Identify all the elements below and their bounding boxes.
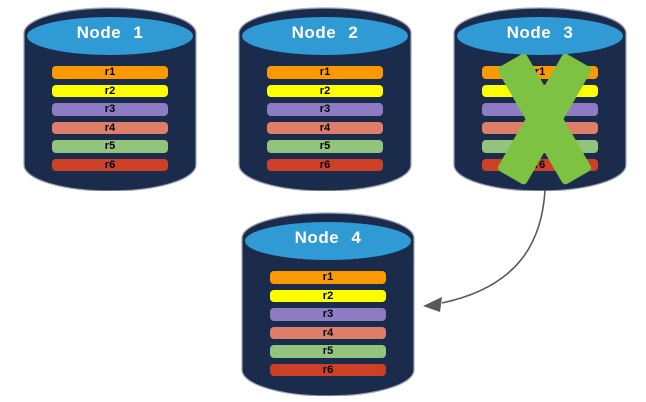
replica-row: r6 xyxy=(270,363,386,376)
replica-row: r6 xyxy=(267,158,383,171)
node-4: Node 4 r1 r2 r3 r4 r5 r6 xyxy=(240,212,416,396)
replica-row: r5 xyxy=(270,345,386,358)
replica-row: r2 xyxy=(270,289,386,302)
replica-row: r4 xyxy=(267,121,383,134)
node-3: Node 3 r1 r2 r3 r4 r5 r6 xyxy=(452,7,628,191)
replica-row: r5 xyxy=(267,140,383,153)
cylinder-top-ellipse xyxy=(27,17,193,55)
x-cross-bar xyxy=(497,53,592,185)
cylinder-top-ellipse xyxy=(457,17,623,55)
replica-row: r2 xyxy=(52,84,168,97)
cylinder-top-ellipse xyxy=(242,17,408,55)
cylinder-top-ellipse xyxy=(245,222,411,260)
node-1: Node 1 r1 r2 r3 r4 r5 r6 xyxy=(22,7,198,191)
replica-row: r2 xyxy=(267,84,383,97)
node-title: Node 1 xyxy=(76,23,144,42)
replica-stack: r1 r2 r3 r4 r5 r6 xyxy=(52,66,168,177)
node-title: Node 2 xyxy=(291,23,359,42)
replica-row: r3 xyxy=(267,103,383,116)
replica-stack: r1 r2 r3 r4 r5 r6 xyxy=(267,66,383,177)
arrow-head xyxy=(423,297,442,312)
replica-row: r1 xyxy=(267,66,383,79)
node-title: Node 3 xyxy=(506,23,574,42)
replica-row: r3 xyxy=(270,308,386,321)
replica-row: r4 xyxy=(52,121,168,134)
node-2: Node 2 r1 r2 r3 r4 r5 r6 xyxy=(237,7,413,191)
failure-x-icon xyxy=(497,53,592,185)
node-title: Node 4 xyxy=(294,228,362,247)
replica-row: r5 xyxy=(52,140,168,153)
replica-stack: r1 r2 r3 r4 r5 r6 xyxy=(270,271,386,382)
replica-row: r1 xyxy=(52,66,168,79)
arrow-curve xyxy=(441,189,546,304)
replica-row: r4 xyxy=(270,326,386,339)
replica-row: r6 xyxy=(52,158,168,171)
replica-row: r1 xyxy=(270,271,386,284)
replica-row: r3 xyxy=(52,103,168,116)
